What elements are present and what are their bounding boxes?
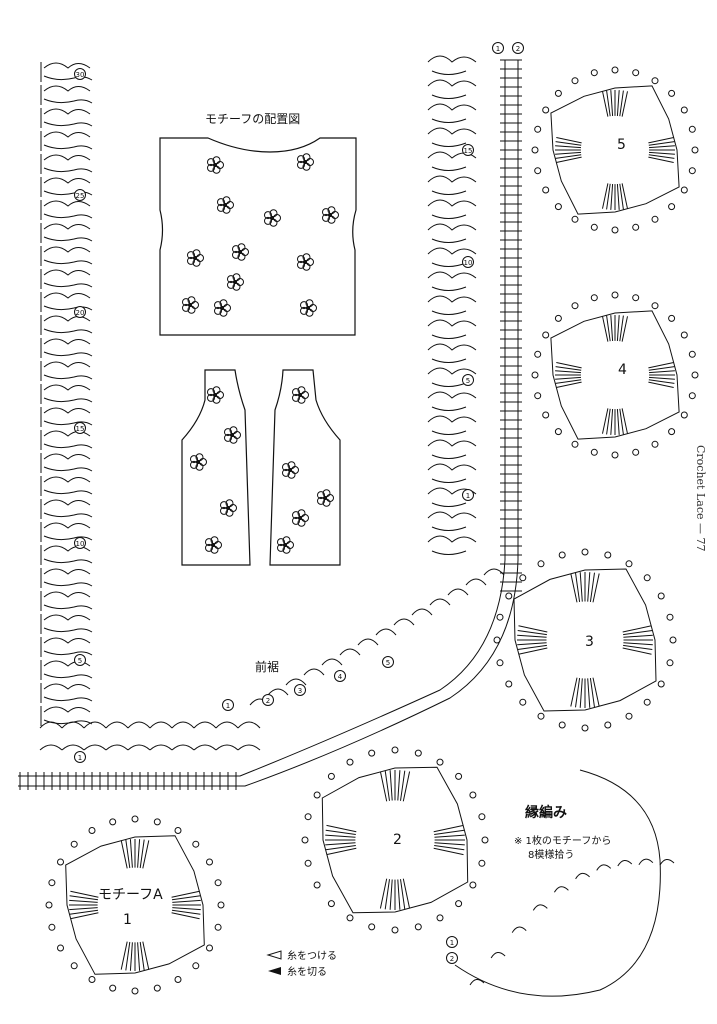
mini-flower-icon [292, 386, 309, 404]
bottom-row-marker: 5 [382, 656, 394, 668]
mini-flower-icon [205, 536, 222, 554]
svg-text:1: 1 [496, 45, 500, 53]
flower-motifs [45, 66, 699, 995]
column-marker: 1 [492, 42, 504, 54]
svg-text:2: 2 [516, 45, 520, 53]
mini-flower-icon [214, 299, 231, 317]
svg-text:15: 15 [464, 147, 473, 155]
mini-flower-icon [224, 426, 241, 444]
svg-text:1: 1 [450, 939, 454, 947]
layout-front-right [269, 369, 341, 566]
mini-flower-icon [277, 536, 294, 554]
motif-a-label: モチーフA [98, 887, 163, 903]
legend-marks [266, 950, 282, 975]
motif-number-1: 1 [123, 912, 132, 928]
page-footer: Crochet Lace — 77 [694, 445, 707, 552]
motif-number-5: 5 [617, 137, 626, 153]
right-row-marker: 5 [462, 374, 474, 386]
right-lace-border: 15 10 5 1 1 2 1 2 3 4 5 [222, 42, 524, 711]
mini-flower-icon [232, 243, 249, 261]
edging-label: 縁編み [525, 805, 567, 821]
left-lace-border: 30 25 20 15 10 5 1 [40, 62, 93, 763]
motif-number-4: 4 [618, 362, 627, 378]
mini-flower-icon [220, 499, 237, 517]
svg-text:10: 10 [464, 259, 473, 267]
svg-text:15: 15 [76, 425, 85, 433]
bottom-row-marker: 3 [294, 684, 306, 696]
edging-note: ※ 1枚のモチーフから [514, 836, 612, 847]
left-row-marker: 10 [74, 537, 86, 549]
motif-number-2: 2 [393, 832, 402, 848]
motif-1 [45, 815, 225, 995]
motif-5 [531, 66, 699, 234]
motif-4 [531, 291, 699, 459]
svg-text:5: 5 [78, 657, 82, 665]
left-row-marker: 20 [74, 306, 86, 318]
legend-attach: 糸をつける [287, 951, 337, 962]
left-row-marker: 1 [74, 751, 86, 763]
mini-flower-icon [227, 273, 244, 291]
edging-sample: 12 [446, 769, 675, 997]
front-hem-label: 前裾 [255, 660, 280, 674]
svg-text:1: 1 [226, 702, 230, 710]
bottom-row-marker: 1 [222, 699, 234, 711]
right-row-marker: 1 [462, 489, 474, 501]
edging-note-2: 8模様拾う [528, 850, 575, 861]
mini-flower-icon [207, 386, 224, 404]
bottom-row-marker: 2 [262, 694, 274, 706]
legend-cut: 糸を切る [287, 967, 327, 978]
mini-flower-icon [207, 156, 224, 174]
svg-text:1: 1 [78, 754, 82, 762]
svg-text:2: 2 [450, 955, 454, 963]
edging-marker: 1 [446, 936, 458, 948]
mini-flower-icon [190, 453, 207, 471]
mini-flower-icon [322, 206, 339, 224]
mini-flower-icon [264, 209, 281, 227]
bottom-chain-rows [18, 60, 519, 790]
svg-text:4: 4 [338, 673, 343, 681]
mini-flower-icon [182, 296, 199, 314]
mini-flower-icon [300, 299, 317, 317]
svg-text:30: 30 [76, 71, 85, 79]
layout-title: モチーフの配置図 [205, 112, 301, 126]
mini-flower-icon [187, 249, 204, 267]
svg-text:20: 20 [76, 309, 85, 317]
svg-text:2: 2 [266, 697, 270, 705]
left-row-marker: 15 [74, 422, 86, 434]
column-marker: 2 [512, 42, 524, 54]
motif-3 [493, 548, 677, 732]
mini-flower-icon [292, 509, 309, 527]
right-row-marker: 15 [462, 144, 474, 156]
svg-text:5: 5 [466, 377, 470, 385]
bottom-row-marker: 4 [334, 670, 346, 682]
mini-flower-icon [297, 153, 314, 171]
layout-front-left [181, 369, 251, 566]
mini-flower-icon [217, 196, 234, 214]
layout-mini-flowers [182, 153, 339, 554]
left-row-marker: 5 [74, 654, 86, 666]
layout-back-piece [159, 137, 357, 336]
svg-text:5: 5 [386, 659, 390, 667]
svg-text:1: 1 [466, 492, 470, 500]
right-row-marker: 10 [462, 256, 474, 268]
mini-flower-icon [282, 461, 299, 479]
svg-text:3: 3 [298, 687, 302, 695]
left-row-marker: 30 [74, 68, 86, 80]
mini-flower-icon [317, 489, 334, 507]
svg-text:10: 10 [76, 540, 85, 548]
motif-number-3: 3 [585, 634, 594, 650]
motif-2 [301, 746, 489, 934]
edging-marker: 2 [446, 952, 458, 964]
left-row-marker: 25 [74, 189, 86, 201]
mini-flower-icon [297, 253, 314, 271]
svg-text:25: 25 [76, 192, 85, 200]
